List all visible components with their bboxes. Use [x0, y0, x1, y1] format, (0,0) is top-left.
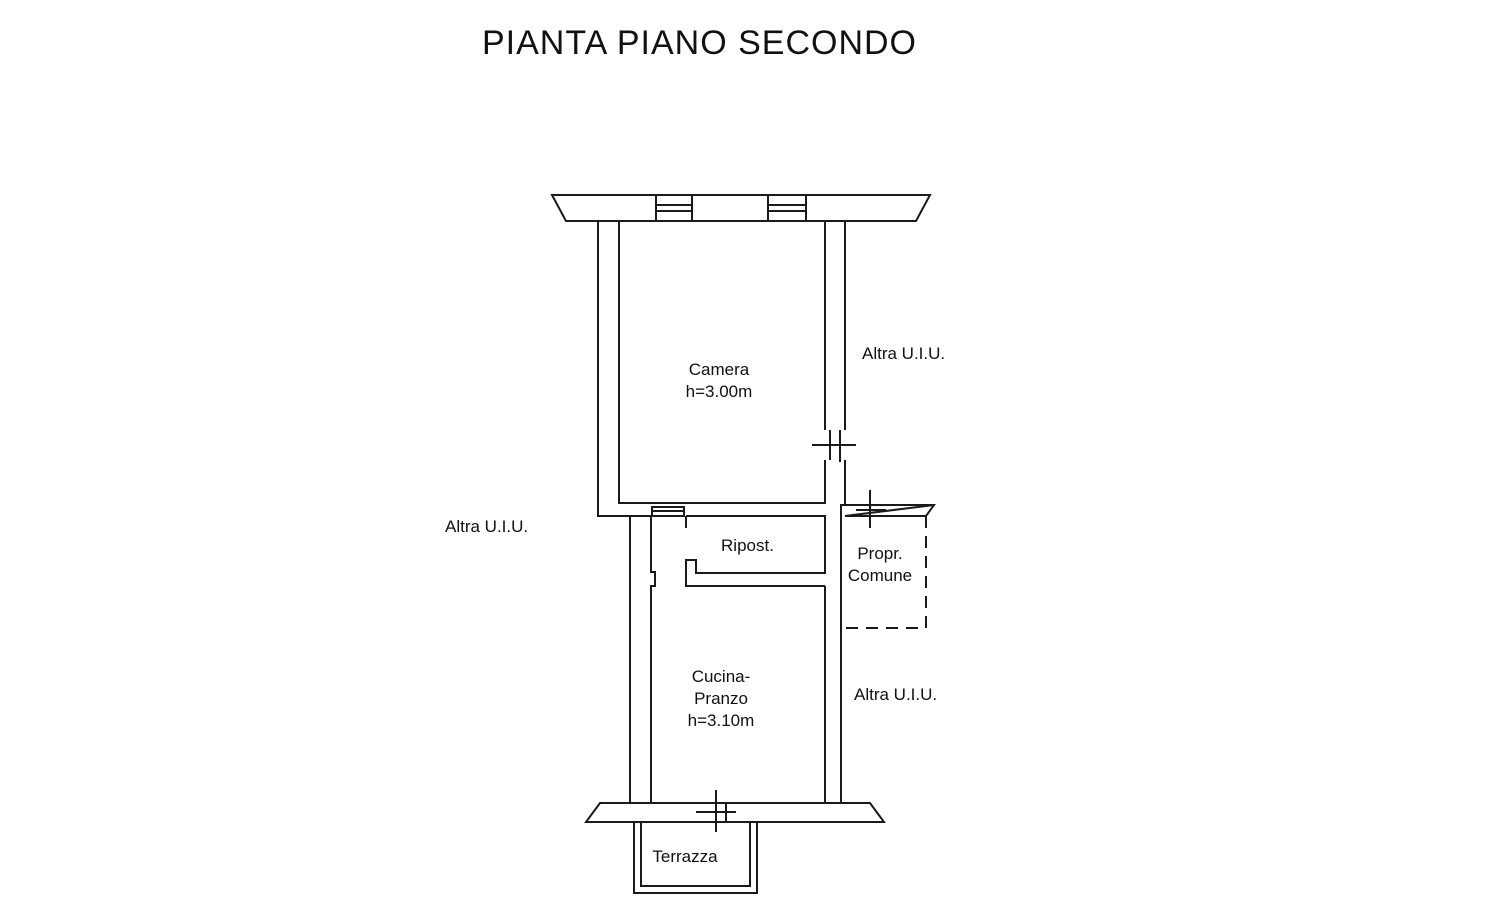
room-cucina-height: h=3.10m: [687, 711, 755, 730]
terrazza-outline: [633, 822, 758, 894]
window-top-right: [767, 194, 807, 222]
neighbour-right-bottom: Altra U.I.U.: [854, 685, 938, 704]
room-cucina-name-1: Cucina-: [691, 667, 751, 686]
cucina-wall-left: [650, 516, 656, 803]
area-propr-comune-line2: Comune: [847, 566, 913, 585]
bottom-cornice: [584, 802, 886, 823]
camera-inner-wall: [618, 220, 826, 504]
outer-wall-left: [597, 221, 631, 803]
room-cucina-name-2: Pranzo: [694, 689, 748, 708]
propr-comune-dashed: [845, 516, 927, 629]
room-terrazza-name: Terrazza: [652, 847, 718, 866]
room-camera-name: Camera: [688, 360, 750, 379]
terrace-door: [696, 790, 736, 832]
room-ripostiglio: Ripost.: [700, 535, 795, 557]
room-terrazza: Terrazza: [640, 846, 730, 868]
room-ripostiglio-name: Ripost.: [721, 536, 774, 555]
propr-comune-wall: [844, 504, 935, 517]
camera-door: [812, 430, 856, 462]
window-top-left: [655, 194, 693, 222]
room-cucina: Cucina- Pranzo h=3.10m: [666, 666, 776, 732]
ripost-wall: [685, 515, 826, 587]
room-camera-height: h=3.00m: [685, 382, 753, 401]
neighbour-right-top: Altra U.I.U.: [862, 344, 946, 363]
outer-wall-right-lower: [840, 460, 846, 803]
area-propr-comune-line1: Propr.: [857, 544, 903, 563]
neighbour-left-middle: Altra U.I.U.: [445, 517, 529, 536]
page-title: PIANTA PIANO SECONDO: [482, 24, 918, 62]
top-cornice: [550, 194, 932, 222]
propr-comune-door: [856, 490, 886, 528]
room-camera: Camera h=3.00m: [664, 359, 774, 403]
area-propr-comune: Propr. Comune: [836, 543, 924, 587]
